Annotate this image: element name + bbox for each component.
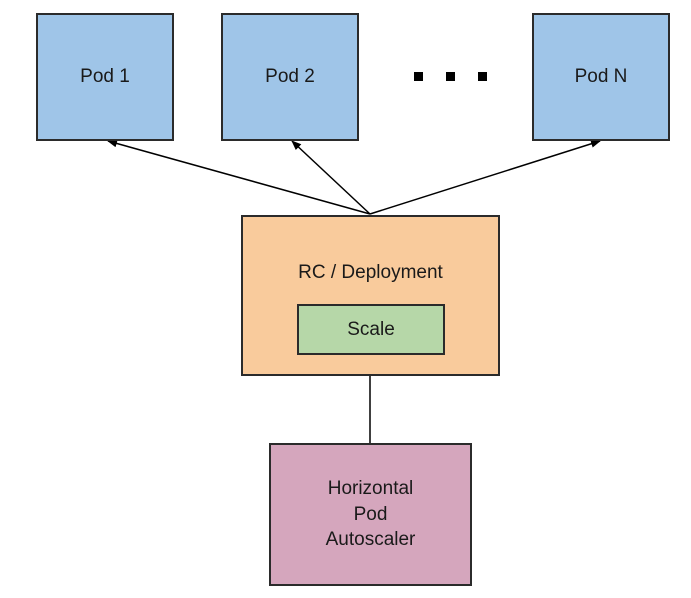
- rc-deployment-label: RC / Deployment: [298, 262, 443, 283]
- hpa-label-line: Horizontal: [327, 478, 414, 500]
- ellipsis-dot: [446, 72, 455, 81]
- edge-rc-to-pod-1: [107, 139, 371, 215]
- pod-2-node: Pod 2: [221, 13, 359, 141]
- scale-node: Scale: [297, 304, 445, 355]
- hpa-label-line: Pod: [353, 503, 388, 525]
- pod-n-label: Pod N: [574, 66, 628, 88]
- edge-rc-to-pod-n: [369, 139, 601, 215]
- pod-n-node: Pod N: [532, 13, 670, 141]
- hpa-label-line: Autoscaler: [325, 529, 416, 551]
- ellipsis-dot: [478, 72, 487, 81]
- ellipsis-dot: [414, 72, 423, 81]
- pod-1-node: Pod 1: [36, 13, 174, 141]
- edge-rc-to-pod-2: [291, 140, 371, 215]
- pod-2-label: Pod 2: [265, 66, 315, 88]
- horizontal-pod-autoscaler-node: Horizontal Pod Autoscaler: [269, 443, 472, 586]
- hpa-label: Horizontal Pod Autoscaler: [326, 476, 416, 553]
- pod-1-label: Pod 1: [80, 66, 130, 88]
- scale-label: Scale: [347, 318, 395, 340]
